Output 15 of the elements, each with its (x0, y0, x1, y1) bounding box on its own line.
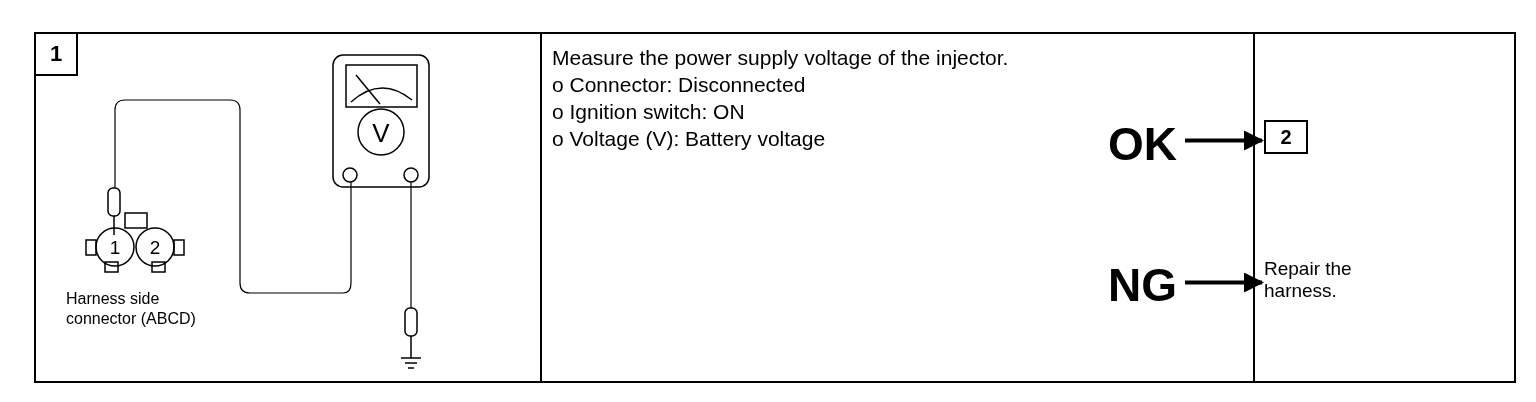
instruction-line: Measure the power supply voltage of the injector. (552, 45, 1010, 71)
voltage-symbol: V (371, 118, 391, 149)
instruction-line: o Connector: Disconnected (552, 72, 807, 98)
instruction-line: o Ignition switch: ON (552, 99, 746, 125)
action-text: Repair the harness. (1264, 258, 1404, 302)
arrow (1185, 130, 1264, 151)
result-label: OK (1108, 117, 1177, 171)
pin-number: 2 (148, 237, 162, 259)
step-number: 1 (36, 34, 78, 76)
result-label: NG (1108, 258, 1177, 312)
pin-number: 1 (108, 237, 122, 259)
instruction-line: o Voltage (V): Battery voltage (552, 126, 827, 152)
arrow (1185, 272, 1264, 293)
next-step-number: 2 (1264, 120, 1308, 154)
connector-caption: Harness side connector (ABCD) (66, 289, 197, 329)
